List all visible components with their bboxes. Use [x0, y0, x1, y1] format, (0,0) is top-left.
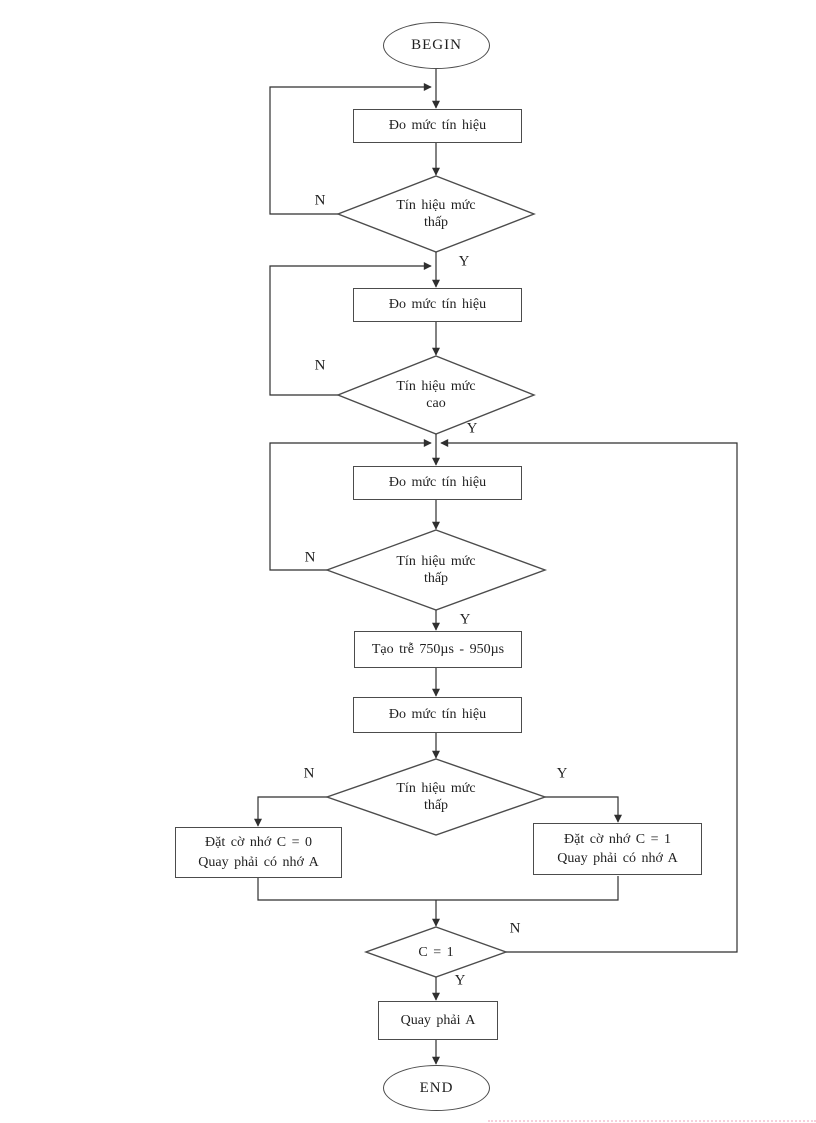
page-margin-artifact	[488, 1120, 816, 1122]
measure-signal-box-2: Đo mức tín hiệu	[353, 288, 522, 322]
measure-signal-label-1: Đo mức tín hiệu	[388, 118, 487, 133]
measure-signal-box-3: Đo mức tín hiệu	[353, 466, 522, 500]
decision4-yes-label: Y	[556, 765, 568, 782]
rotate-a-box: Quay phải A	[378, 1001, 498, 1040]
set-carry-1-line1: Đặt cờ nhớ C = 1	[564, 831, 671, 847]
measure-signal-label-4: Đo mức tín hiệu	[388, 707, 487, 722]
set-carry-0-line2: Quay phải có nhớ A	[198, 854, 319, 870]
decision1-no-label: N	[314, 192, 326, 209]
edge-decision4-no-to-set-carry-0	[254, 796, 327, 827]
end-label: END	[419, 1079, 454, 1096]
decision1-shape	[336, 175, 536, 253]
decision1-yes-label: Y	[458, 253, 470, 270]
measure-signal-box-1: Đo mức tín hiệu	[353, 109, 522, 143]
decision2-yes-label: Y	[466, 420, 478, 437]
begin-terminal: BEGIN	[383, 22, 490, 69]
measure-signal-box-4: Đo mức tín hiệu	[353, 697, 522, 733]
decision2-shape	[336, 355, 536, 435]
edge-loop1-no	[269, 83, 432, 215]
rotate-a-label: Quay phải A	[400, 1012, 476, 1028]
decision3-no-label: N	[304, 549, 316, 566]
delay-label: Tạo trễ 750µs - 950µs	[371, 641, 505, 657]
decision4-shape	[324, 758, 548, 836]
set-carry-1-line2: Quay phải có nhớ A	[557, 851, 678, 866]
edge-loop2-no	[269, 262, 432, 396]
delay-box: Tạo trễ 750µs - 950µs	[354, 631, 522, 668]
edge-check-carry-no-feedback	[440, 439, 738, 953]
end-terminal: END	[383, 1065, 490, 1111]
set-carry-0-line1: Đặt cờ nhớ C = 0	[205, 835, 312, 851]
measure-signal-label-2: Đo mức tín hiệu	[388, 297, 487, 312]
set-carry-0-box: Đặt cờ nhớ C = 0 Quay phải có nhớ A	[175, 827, 342, 878]
begin-label: BEGIN	[411, 37, 462, 53]
set-carry-1-box: Đặt cờ nhớ C = 1 Quay phải có nhớ A	[533, 823, 702, 875]
decision3-shape	[324, 529, 548, 611]
decision2-no-label: N	[314, 357, 326, 374]
check-carry-yes-label: Y	[454, 972, 466, 989]
edge-branch-merge	[257, 876, 619, 901]
edge-loop3-no	[269, 439, 432, 571]
edge-decision4-yes-to-set-carry-1	[545, 796, 622, 823]
check-carry-no-label: N	[509, 920, 521, 937]
check-carry-shape	[363, 926, 509, 978]
decision4-no-label: N	[303, 765, 315, 782]
measure-signal-label-3: Đo mức tín hiệu	[388, 475, 487, 490]
decision3-yes-label: Y	[459, 611, 471, 628]
